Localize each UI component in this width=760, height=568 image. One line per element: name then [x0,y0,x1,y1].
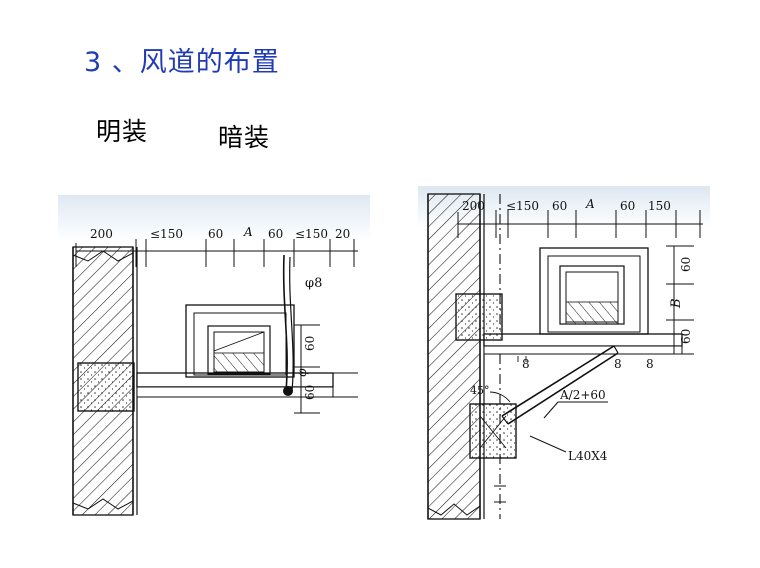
label-concealed-install: 暗装 [218,123,271,152]
svg-text:L40X4: L40X4 [568,449,608,463]
svg-text:20: 20 [335,227,350,241]
figure-concealed-duct: 200 ≤150 60 A 60 150 [418,186,710,526]
svg-text:8: 8 [614,357,622,371]
svg-text:8: 8 [646,357,654,371]
svg-text:45°: 45° [470,384,490,397]
svg-text:60: 60 [208,227,223,241]
svg-text:φ8: φ8 [305,276,322,291]
svg-text:A/2+60: A/2+60 [559,388,606,402]
svg-text:200: 200 [90,227,113,241]
svg-text:≤150: ≤150 [295,227,328,241]
svg-text:8: 8 [522,357,530,371]
svg-text:B: B [669,298,684,309]
page-title: 3 、风道的布置 [84,47,280,78]
svg-text:60: 60 [303,336,317,351]
svg-text:60: 60 [679,329,693,344]
svg-text:≤150: ≤150 [150,227,183,241]
svg-text:≤150: ≤150 [506,199,539,213]
figure-exposed-duct: 200 ≤150 60 A 60 ≤150 20 [58,195,370,525]
svg-text:60: 60 [268,227,283,241]
svg-text:60: 60 [303,385,317,400]
label-open-install: 明装 [96,117,149,146]
svg-text:φ: φ [295,368,309,377]
svg-text:60: 60 [552,199,567,213]
svg-text:A: A [243,225,253,239]
svg-text:60: 60 [620,199,635,213]
svg-text:200: 200 [462,199,485,213]
svg-text:60: 60 [679,257,693,272]
svg-text:A: A [585,197,595,211]
svg-text:150: 150 [648,199,671,213]
